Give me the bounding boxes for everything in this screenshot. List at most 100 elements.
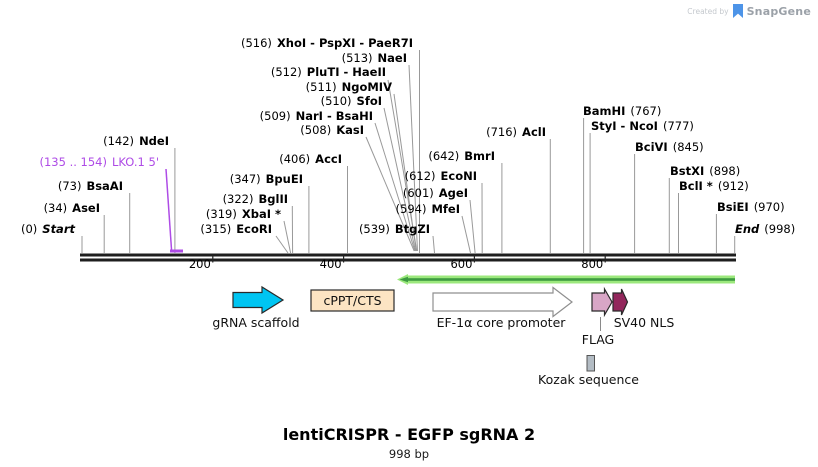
feature-green-arrow-core	[407, 278, 735, 281]
restriction-site-label[interactable]: (516)XhoI - PspXI - PaeR7I	[241, 36, 413, 50]
site-connector-line	[275, 235, 289, 254]
feature-label-ef1a-core-promoter[interactable]: EF-1α core promoter	[436, 315, 566, 330]
site-position: (767)	[630, 104, 662, 118]
site-position: (142)	[103, 134, 135, 148]
restriction-site-label[interactable]: (509)NarI - BsaHI	[260, 109, 373, 123]
site-name: PluTI - HaeII	[306, 65, 386, 79]
restriction-site-label[interactable]: (642)BmrI	[428, 149, 495, 163]
map-length: 998 bp	[388, 447, 430, 461]
sequence-line-bottom[interactable]	[80, 258, 736, 262]
snapgene-wordmark: SnapGene	[746, 4, 811, 18]
title-block: lentiCRISPR - EGFP sgRNA 2 998 bp	[0, 425, 818, 462]
restriction-site-label[interactable]: (406) AccI	[279, 152, 342, 166]
site-name: AccI	[315, 152, 342, 166]
restriction-site-label[interactable]: (322)BglII	[223, 192, 288, 206]
site-connector-line	[283, 220, 292, 254]
site-position: (347)	[229, 172, 261, 186]
site-name: End	[735, 222, 760, 236]
site-position: (898)	[709, 164, 741, 178]
site-position: (509)	[259, 109, 291, 123]
restriction-site-label[interactable]: End(998)	[735, 222, 795, 236]
restriction-site-label[interactable]: (142) NdeI	[103, 134, 169, 148]
restriction-site-label[interactable]: BclI *(912)	[679, 179, 749, 193]
feature-label-kozak-sequence[interactable]: Kozak sequence	[538, 372, 639, 387]
restriction-site-label[interactable]: (508)KasI	[300, 123, 364, 137]
restriction-site-label[interactable]: (319)XbaI *	[206, 207, 281, 221]
site-position: (777)	[662, 119, 694, 133]
feature-flag[interactable]	[591, 286, 613, 318]
site-position: (845)	[672, 140, 704, 154]
feature-label-flag[interactable]: FLAG	[581, 332, 615, 347]
site-position: (512)	[270, 65, 302, 79]
site-name: XhoI - PspXI - PaeR7I	[276, 36, 413, 50]
site-name: BsiEI	[717, 200, 749, 214]
restriction-site-label[interactable]: BstXI (898)	[670, 164, 740, 178]
feature-grna-scaffold[interactable]	[232, 285, 285, 315]
ruler-tick-label: 800	[581, 256, 604, 271]
restriction-site-label[interactable]: StyI - NcoI(777)	[591, 119, 694, 133]
restriction-site-label[interactable]: (347) BpuEI	[230, 172, 303, 186]
restriction-site-label[interactable]: (612)EcoNI	[405, 169, 477, 183]
site-position: (716)	[486, 125, 518, 139]
feature-kozak-sequence[interactable]	[586, 355, 595, 372]
site-name: BamHI	[583, 104, 626, 118]
map-title: lentiCRISPR - EGFP sgRNA 2	[282, 425, 536, 444]
ruler-tick-label: 200	[188, 256, 211, 271]
restriction-site-label[interactable]: (512) PluTI - HaeII	[271, 65, 386, 79]
site-position: (0)	[20, 222, 38, 236]
feature-sv40-nls[interactable]	[612, 288, 629, 316]
site-connector-line	[461, 215, 471, 254]
site-position: (510)	[320, 94, 352, 108]
primer-position: (135 .. 154)	[39, 155, 107, 169]
site-name: AseI	[72, 201, 100, 215]
feature-ef1a-core-promoter[interactable]	[432, 286, 573, 318]
restriction-site-label[interactable]: (34)AseI	[44, 201, 100, 215]
restriction-site-label[interactable]: (511) NgoMIV	[306, 80, 392, 94]
feature-label-grna-scaffold[interactable]: gRNA scaffold	[212, 315, 300, 330]
site-name: NdeI	[139, 134, 169, 148]
restriction-site-label[interactable]: (594)MfeI	[396, 202, 460, 216]
restriction-site-label[interactable]: (513)NaeI	[342, 51, 407, 65]
feature-label-cppt-cts[interactable]: cPPT/CTS	[323, 292, 382, 308]
restriction-site-label[interactable]: BciVI (845)	[635, 140, 704, 154]
site-position: (970)	[753, 200, 785, 214]
site-position: (508)	[300, 123, 332, 137]
site-name: BstXI	[670, 164, 705, 178]
site-position: (511)	[305, 80, 337, 94]
site-name: BsaAI	[86, 179, 123, 193]
sequence-line-top[interactable]	[80, 253, 736, 257]
site-position: (73)	[57, 179, 82, 193]
primer-label[interactable]: (135 .. 154)LKO.1 5'	[39, 155, 159, 169]
restriction-site-label[interactable]: BsiEI (970)	[717, 200, 785, 214]
feature-green-arrow-head-core	[399, 276, 408, 283]
restriction-site-label[interactable]: (539) BtgZI	[359, 222, 430, 236]
primer-connector-line	[165, 168, 173, 250]
restriction-site-label[interactable]: BamHI (767)	[583, 104, 661, 118]
created-by-text: Created by	[687, 6, 729, 16]
restriction-site-label[interactable]: (716) AclI	[486, 125, 546, 139]
site-position: (539)	[358, 222, 390, 236]
site-position: (406)	[279, 152, 311, 166]
site-position: (612)	[404, 169, 436, 183]
site-position: (322)	[222, 192, 254, 206]
restriction-site-label[interactable]: (315)EcoRI	[200, 222, 272, 236]
restriction-site-label[interactable]: (601)AgeI	[403, 186, 468, 200]
primer-bar[interactable]	[170, 249, 183, 253]
restriction-site-label[interactable]: (73) BsaAI	[58, 179, 123, 193]
site-name: BtgZI	[394, 222, 430, 236]
site-connector-line	[365, 136, 415, 252]
site-name: NgoMIV	[341, 80, 392, 94]
restriction-site-label[interactable]: (510)SfoI	[321, 94, 382, 108]
feature-cppt-cts[interactable]	[310, 289, 395, 312]
feature-label-sv40-nls[interactable]: SV40 NLS	[613, 315, 675, 330]
site-name: BpuEI	[265, 172, 303, 186]
site-connector-line	[393, 93, 417, 252]
ruler-tick-label: 400	[319, 256, 342, 271]
site-connector-line	[469, 199, 476, 254]
site-name: AclI	[522, 125, 546, 139]
site-name: BciVI	[635, 140, 668, 154]
restriction-site-label[interactable]: (0)Start	[21, 222, 75, 236]
site-position: (319)	[205, 207, 237, 221]
